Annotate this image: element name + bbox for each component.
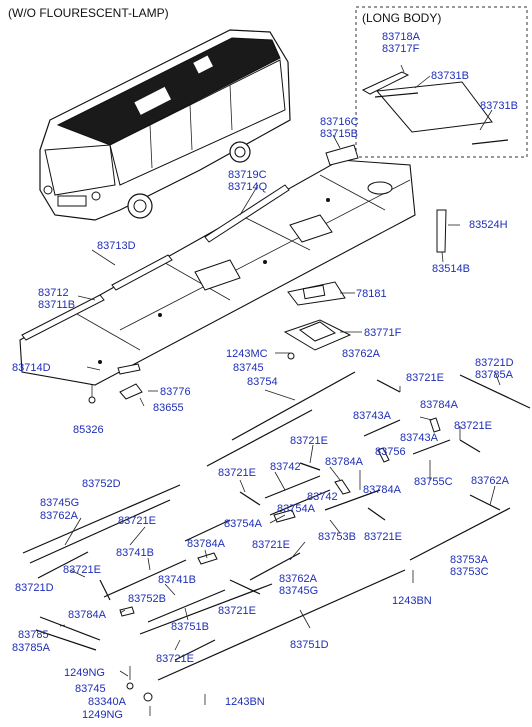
side-trim-strips xyxy=(22,371,531,716)
part-label[interactable]: 83741B xyxy=(158,574,196,586)
part-label[interactable]: 83753C xyxy=(450,566,489,578)
part-label[interactable]: 83754 xyxy=(247,376,278,388)
part-label[interactable]: 83721E xyxy=(218,605,256,617)
leader-lines xyxy=(59,134,501,677)
part-label[interactable]: 83754A xyxy=(277,503,316,515)
part-label[interactable]: 83721E xyxy=(156,653,194,665)
part-label[interactable]: 83721D xyxy=(15,582,54,594)
part-label[interactable]: 83756 xyxy=(375,446,406,458)
part-label[interactable]: 83721E xyxy=(290,435,328,447)
part-label[interactable]: 83743A xyxy=(353,410,392,422)
part-label[interactable]: 83718A xyxy=(382,31,421,43)
part-label[interactable]: 83762A xyxy=(40,510,79,522)
inset-title: (LONG BODY) xyxy=(362,11,441,25)
part-label[interactable]: 1249NG xyxy=(82,709,123,721)
long-body-inset xyxy=(355,6,528,158)
part-label[interactable]: 83742 xyxy=(307,491,338,503)
part-label[interactable]: 83745 xyxy=(233,362,264,374)
part-label[interactable]: 1243BN xyxy=(392,595,432,607)
diagram-title: (W/O FLOURESCENT-LAMP) xyxy=(8,6,169,20)
part-label[interactable]: 83721E xyxy=(454,420,492,432)
part-label[interactable]: 83752D xyxy=(82,478,121,490)
part-label[interactable]: 83784A xyxy=(325,456,364,468)
part-label[interactable]: 83762A xyxy=(471,475,510,487)
part-label[interactable]: 83785A xyxy=(12,642,51,654)
part-label[interactable]: 83742 xyxy=(270,461,301,473)
part-label[interactable]: 83719C xyxy=(228,169,267,181)
part-label[interactable]: 83784A xyxy=(68,609,107,621)
part-label[interactable]: 83655 xyxy=(153,402,184,414)
part-label[interactable]: 83753A xyxy=(450,554,489,566)
part-label[interactable]: 83721E xyxy=(63,564,101,576)
part-label[interactable]: 83776 xyxy=(160,386,191,398)
part-label[interactable]: 1243MC xyxy=(226,348,268,360)
part-label[interactable]: 83755C xyxy=(414,476,453,488)
part-label[interactable]: 83714Q xyxy=(228,181,268,193)
part-label[interactable]: 83784A xyxy=(187,538,226,550)
part-label[interactable]: 83751B xyxy=(171,621,209,633)
part-label[interactable]: 83762A xyxy=(342,348,381,360)
part-label[interactable]: 83731B xyxy=(480,100,518,112)
part-label[interactable]: 83714D xyxy=(12,362,51,374)
part-label[interactable]: 83721D xyxy=(475,357,514,369)
part-label[interactable]: 1243BN xyxy=(225,696,265,708)
part-label[interactable]: 83712 xyxy=(38,287,69,299)
part-label[interactable]: 83721E xyxy=(252,539,290,551)
part-label[interactable]: 83721E xyxy=(118,515,156,527)
part-label[interactable]: 83762A xyxy=(279,573,318,585)
part-label[interactable]: 83753B xyxy=(318,531,356,543)
part-label[interactable]: 83716C xyxy=(320,116,359,128)
part-label[interactable]: 83745 xyxy=(75,683,106,695)
part-label[interactable]: 83751D xyxy=(290,639,329,651)
part-label[interactable]: 83743A xyxy=(400,432,439,444)
part-label[interactable]: 83745G xyxy=(40,497,79,509)
part-label[interactable]: 83713D xyxy=(97,240,136,252)
part-label[interactable]: 83721E xyxy=(218,467,256,479)
part-label[interactable]: 83514B xyxy=(432,263,470,275)
part-label[interactable]: 1249NG xyxy=(64,667,105,679)
part-label[interactable]: 83340A xyxy=(88,696,127,708)
part-label[interactable]: 83741B xyxy=(116,547,154,559)
part-label[interactable]: 83731B xyxy=(431,70,469,82)
part-label[interactable]: 83721E xyxy=(364,531,402,543)
part-label[interactable]: 83711B xyxy=(38,299,75,311)
part-label[interactable]: 83785 xyxy=(18,629,49,641)
part-label[interactable]: 85326 xyxy=(73,424,104,436)
roof-rails xyxy=(21,144,447,404)
part-label[interactable]: 83785A xyxy=(475,369,514,381)
inset-parts xyxy=(361,64,509,145)
part-label[interactable]: 83524H xyxy=(469,219,508,231)
part-label[interactable]: 83717F xyxy=(382,43,420,55)
part-label[interactable]: 83771F xyxy=(364,327,402,339)
part-label[interactable]: 83784A xyxy=(420,399,459,411)
part-label[interactable]: 78181 xyxy=(356,288,387,300)
part-label[interactable]: 83721E xyxy=(406,372,444,384)
part-label[interactable]: 83745G xyxy=(279,585,318,597)
part-label[interactable]: 83752B xyxy=(128,593,166,605)
bus-illustration xyxy=(39,29,291,221)
part-label[interactable]: 83784A xyxy=(363,484,402,496)
part-label[interactable]: 83754A xyxy=(224,518,263,530)
part-label[interactable]: 83715B xyxy=(320,128,358,140)
ceiling-panel xyxy=(19,159,416,386)
